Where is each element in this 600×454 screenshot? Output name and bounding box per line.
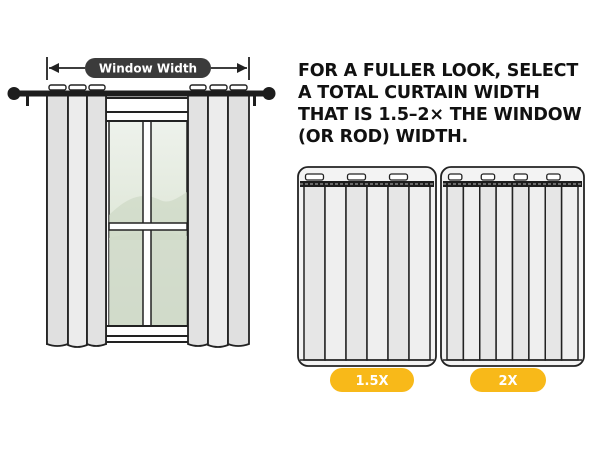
grommet <box>388 173 409 181</box>
grommet <box>447 173 463 181</box>
curtain-fold <box>303 183 326 361</box>
curtain-fold <box>446 183 465 361</box>
grommet <box>513 173 529 181</box>
curtain-fold <box>544 183 563 361</box>
grommet <box>346 173 367 181</box>
window-width-label: Window Width <box>99 62 197 76</box>
badge-1-5x: 1.5X <box>330 368 414 392</box>
curtain-fold <box>528 183 546 361</box>
curtain-fold <box>560 183 579 361</box>
grommet <box>546 173 561 181</box>
panel-rod <box>443 181 582 187</box>
right-curtain <box>187 91 250 348</box>
rod-bracket-left <box>26 96 29 106</box>
rod-finial-left <box>7 87 21 100</box>
window-header <box>99 111 197 122</box>
window-sill <box>95 325 201 337</box>
curtain-rod <box>7 87 276 106</box>
grommet <box>304 173 325 181</box>
fullness-panel-1-5x <box>297 166 437 367</box>
rod-finial-right <box>262 87 276 100</box>
window <box>95 97 201 343</box>
curtain-fold <box>408 183 431 361</box>
curtain-fold <box>345 183 368 361</box>
fullness-panel-2x <box>440 166 585 367</box>
curtain-fold <box>324 183 347 361</box>
rod-bracket-right <box>253 96 256 106</box>
curtain-fold <box>479 183 497 361</box>
grommets-top <box>48 84 248 91</box>
fullness-headline: FOR A FULLER LOOK, SELECT A TOTAL CURTAI… <box>298 61 582 147</box>
left-curtain <box>46 91 107 348</box>
badge-2x-label: 2X <box>498 374 517 389</box>
window-transom <box>108 222 188 231</box>
curtain-fold <box>387 183 410 361</box>
badge-1-5x-label: 1.5X <box>355 374 388 389</box>
curtain-fold <box>495 183 514 361</box>
curtain-fold <box>511 183 530 361</box>
window-width-measure: Window Width <box>46 57 250 80</box>
curtain-fold <box>366 183 389 361</box>
badge-2x: 2X <box>470 368 546 392</box>
grommet <box>480 173 496 181</box>
window-width-pill <box>85 58 211 78</box>
curtain-fold <box>462 183 481 361</box>
